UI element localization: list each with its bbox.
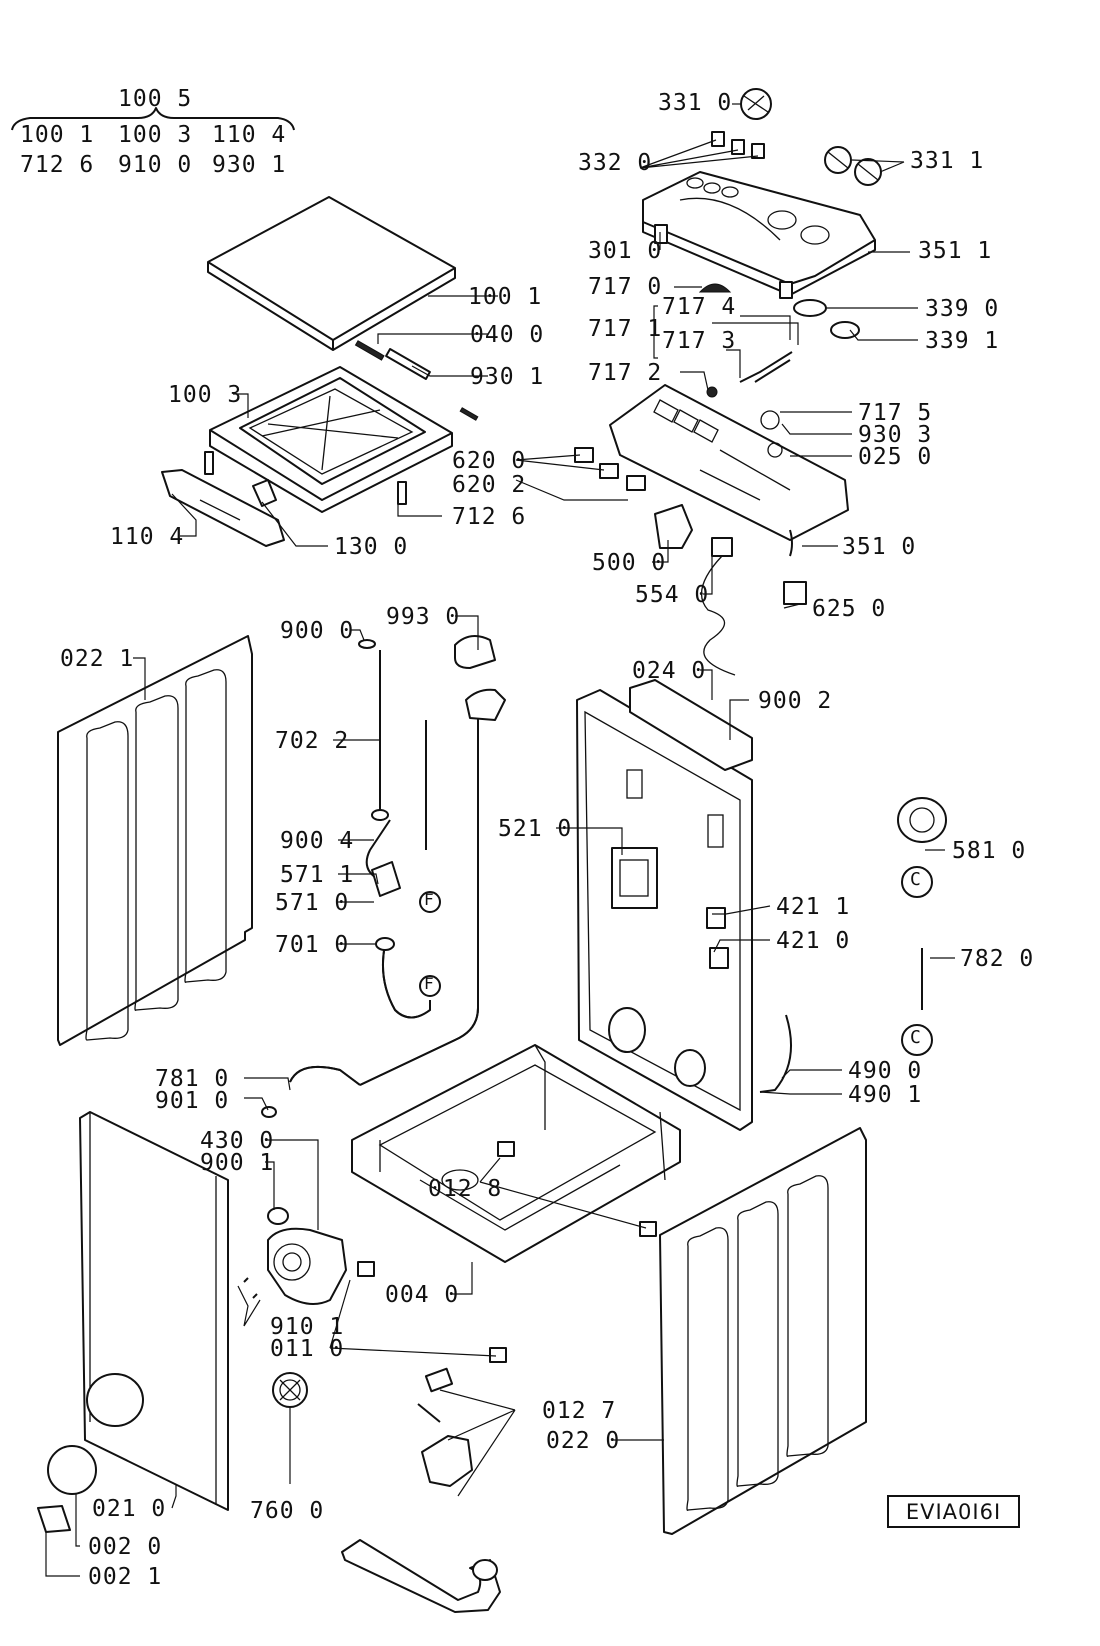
castor-assembly	[341, 1367, 501, 1613]
knobs	[711, 88, 882, 186]
part-label-002-1: 002 1	[88, 1564, 163, 1590]
part-label-012-7: 012 7	[542, 1398, 617, 1424]
part-label-021-0: 021 0	[92, 1496, 167, 1522]
connector-circles	[419, 866, 933, 1056]
part-label-900-2: 900 2	[758, 688, 833, 714]
part-label-900-1: 900 1	[200, 1150, 275, 1176]
part-label-351-1: 351 1	[918, 238, 993, 264]
part-label-331-0: 331 0	[658, 90, 733, 116]
top-lid	[207, 196, 456, 351]
kit-brace	[11, 107, 295, 131]
part-label-717-4: 717 4	[662, 294, 737, 320]
timer-board	[574, 384, 849, 541]
part-label-301-0: 301 0	[588, 238, 663, 264]
feet	[357, 1141, 657, 1363]
drain-pump	[243, 1207, 347, 1305]
part-label-701-0: 701 0	[275, 932, 350, 958]
front-fascia	[161, 469, 285, 547]
selector-discs	[793, 299, 860, 339]
part-label-500-0: 500 0	[592, 550, 667, 576]
part-label-004-0: 004 0	[385, 1282, 460, 1308]
part-label-781-0: 781 0	[155, 1066, 230, 1092]
part-label-331-1: 331 1	[910, 148, 985, 174]
part-label-022-0: 022 0	[546, 1428, 621, 1454]
drawing-reference-text: EVIA0I6I	[905, 1499, 1002, 1524]
base-frame	[351, 1044, 681, 1263]
leader-lines	[45, 103, 955, 1577]
connector-label-c: C	[910, 869, 922, 890]
part-label-351-0: 351 0	[842, 534, 917, 560]
side-panel-right	[659, 1127, 867, 1535]
service-hatch	[37, 1445, 97, 1533]
part-label-554-0: 554 0	[635, 582, 710, 608]
part-label-581-0: 581 0	[952, 838, 1027, 864]
part-label-717-1: 717 1	[588, 316, 663, 342]
part-label-930-1: 930 1	[470, 364, 545, 390]
control-panel	[642, 171, 876, 299]
connector-label-c: C	[910, 1027, 922, 1048]
part-label-040-0: 040 0	[470, 322, 545, 348]
part-label-910-1: 910 1	[270, 1314, 345, 1340]
part-label-490-0: 490 0	[848, 1058, 923, 1084]
part-label-022-1: 022 1	[60, 646, 135, 672]
part-label-002-0: 002 0	[88, 1534, 163, 1560]
part-label-930-3: 930 3	[858, 422, 933, 448]
pump-filter	[272, 1372, 308, 1408]
part-label-490-1: 490 1	[848, 1082, 923, 1108]
rear-panel	[576, 679, 792, 1131]
kit-part: 712 6	[20, 152, 95, 178]
part-label-332-0: 332 0	[578, 150, 653, 176]
part-label-625-0: 625 0	[812, 596, 887, 622]
filter-cap	[897, 797, 947, 1010]
part-label-901-0: 901 0	[155, 1088, 230, 1114]
indicator-cap	[698, 283, 732, 293]
part-label-024-0: 024 0	[632, 658, 707, 684]
side-panel-left	[57, 635, 253, 1046]
part-label-012-8: 012 8	[428, 1176, 503, 1202]
harness	[706, 351, 793, 398]
part-label-760-0: 760 0	[250, 1498, 325, 1524]
part-label-130-0: 130 0	[334, 534, 409, 560]
part-label-712-6: 712 6	[452, 504, 527, 530]
part-label-717-3: 717 3	[662, 328, 737, 354]
part-label-011-0: 011 0	[270, 1336, 345, 1362]
part-label-571-0: 571 0	[275, 890, 350, 916]
kit-part: 910 0	[118, 152, 193, 178]
part-label-421-0: 421 0	[776, 928, 851, 954]
part-label-620-2: 620 2	[452, 472, 527, 498]
part-label-110-4: 110 4	[110, 524, 185, 550]
part-label-993-0: 993 0	[386, 604, 461, 630]
part-label-782-0: 782 0	[960, 946, 1035, 972]
part-label-430-0: 430 0	[200, 1128, 275, 1154]
part-label-025-0: 025 0	[858, 444, 933, 470]
part-label-421-1: 421 1	[776, 894, 851, 920]
part-label-571-1: 571 1	[280, 862, 355, 888]
timer-motor	[654, 504, 807, 676]
part-label-339-0: 339 0	[925, 296, 1000, 322]
part-label-900-0: 900 0	[280, 618, 355, 644]
drawing-reference: EVIA0I6I	[887, 1495, 1020, 1528]
hoses	[261, 635, 506, 1118]
part-label-702-2: 702 2	[275, 728, 350, 754]
kit-part: 100 3	[118, 122, 193, 148]
kit-part: 100 1	[20, 122, 95, 148]
top-frame	[204, 340, 479, 513]
connector-label-f: F	[424, 890, 435, 909]
part-label-100-3: 100 3	[168, 382, 243, 408]
part-label-620-0: 620 0	[452, 448, 527, 474]
part-label-717-5: 717 5	[858, 400, 933, 426]
kit-part: 110 4	[212, 122, 287, 148]
part-label-521-0: 521 0	[498, 816, 573, 842]
part-label-900-4: 900 4	[280, 828, 355, 854]
part-label-717-2: 717 2	[588, 360, 663, 386]
part-label-717-0: 717 0	[588, 274, 663, 300]
kit-part: 930 1	[212, 152, 287, 178]
kit-label: 100 5	[118, 86, 193, 112]
front-panel	[79, 1111, 229, 1511]
part-label-339-1: 339 1	[925, 328, 1000, 354]
connector-label-f: F	[424, 974, 435, 993]
part-label-100-1: 100 1	[468, 284, 543, 310]
